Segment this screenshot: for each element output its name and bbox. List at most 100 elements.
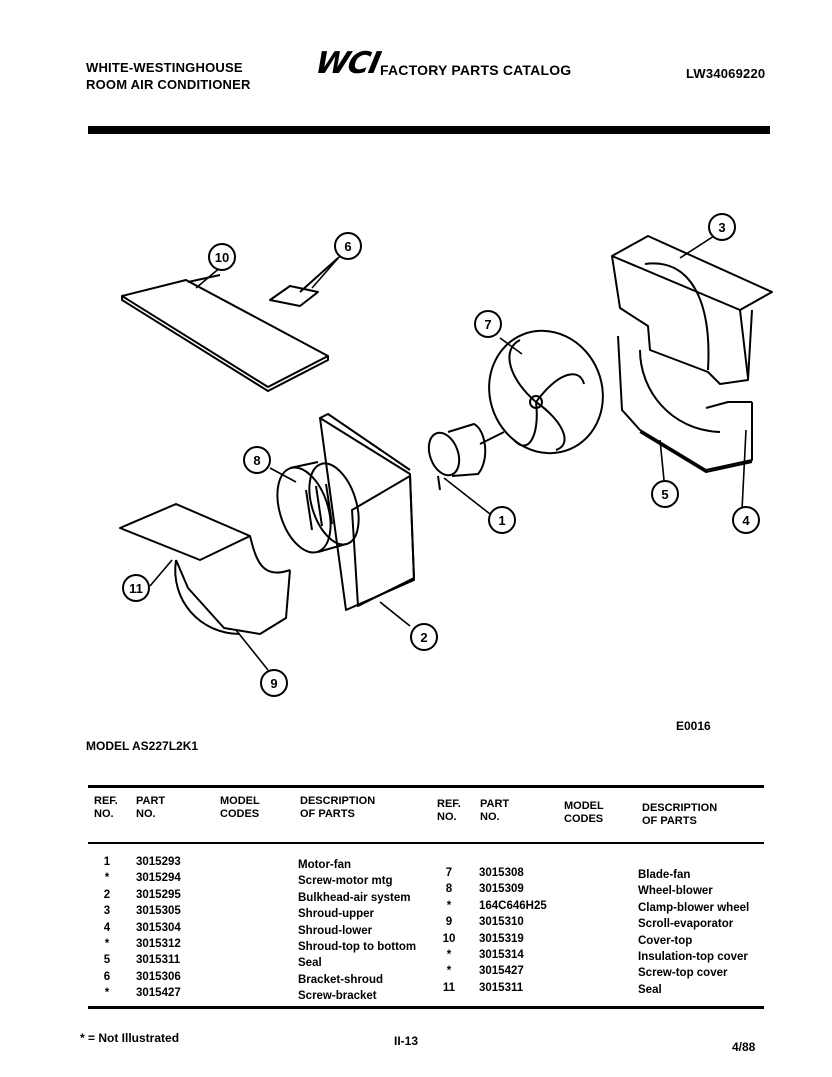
table-cell-desc: Insulation-top cover [638,951,748,964]
table-cell-part: 3015427 [479,965,524,978]
table-cell-desc: Shroud-upper [298,908,375,921]
header-model-codes: MODEL CODES [220,795,260,820]
right-desc-column: Blade-fan Wheel-blower Clamp-blower whee… [638,867,749,998]
callout-6: 6 [344,239,351,254]
callout-4: 4 [742,513,750,528]
table-cell-ref: 8 [445,883,453,896]
table-bottom-rule [88,1006,764,1009]
table-cell-ref: 10 [442,932,456,945]
left-part-column: 3015293 3015294 3015295 3015305 3015304 … [136,854,181,1002]
table-cell-desc: Shroud-top to bottom [298,941,417,954]
company-name: WHITE-WESTINGHOUSE [86,60,243,75]
table-cell-ref: 6 [103,970,111,983]
table-cell-ref: * [446,949,452,962]
header-part-no-right: PART NO. [480,798,510,823]
part-motor-fan [427,423,505,491]
table-cell-part: 3015306 [136,970,181,983]
header-ref-no: REF. NO. [94,795,118,820]
right-part-column: 3015308 3015309 164C646H25 3015310 30153… [479,865,547,996]
header-part-no: PART NO. [136,795,166,820]
exploded-parts-diagram: 10 6 7 3 8 1 5 4 11 2 9 [119,213,773,697]
table-cell-part: 3015427 [136,987,181,1000]
table-cell-part: 3015309 [479,883,524,896]
table-header-rule [88,842,764,844]
table-cell-part: 3015294 [136,872,181,885]
header-rule [88,126,770,134]
header-description: DESCRIPTION OF PARTS [300,795,376,820]
catalog-number: LW34069220 [686,66,766,81]
callout-8: 8 [253,453,260,468]
wci-logo: WCI [312,46,384,81]
table-cell-ref: 9 [445,916,453,929]
table-cell-desc: Bracket-shroud [298,973,383,986]
table-cell-ref: 11 [442,981,456,994]
table-cell-desc: Wheel-blower [638,885,713,898]
table-cell-part: 3015295 [136,888,181,901]
header-description-right: DESCRIPTION OF PARTS [642,802,718,827]
table-cell-ref: 5 [103,954,111,967]
table-cell-part: 164C646H25 [479,899,547,912]
catalog-title: FACTORY PARTS CATALOG [380,62,572,78]
table-cell-part: 3015311 [136,954,181,967]
table-cell-part: 3015310 [479,916,524,929]
callout-3: 3 [718,220,725,235]
callout-2: 2 [420,630,427,645]
table-cell-desc: Screw-top cover [638,967,728,980]
print-date: 4/88 [732,1040,756,1054]
table-cell-desc: Seal [638,983,662,996]
callout-9: 9 [270,676,277,691]
product-line: ROOM AIR CONDITIONER [86,77,251,92]
table-cell-part: 3015304 [136,921,181,934]
table-cell-part: 3015293 [136,856,181,868]
part-cover-top [121,274,329,392]
model-label: MODEL AS227L2K1 [86,739,199,753]
table-cell-part: 3015319 [479,932,524,945]
table-cell-desc: Scroll-evaporator [638,918,734,931]
table-cell-part: 3015312 [136,938,181,951]
part-bracket-shroud [269,257,339,307]
part-bulkhead [319,413,415,611]
table-cell-part: 3015305 [136,905,181,918]
right-ref-column: 7 8 * 9 10 * * 11 [440,865,458,996]
header-ref-no-right: REF. NO. [437,798,461,823]
table-cell-desc: Motor-fan [298,859,352,871]
table-cell-desc: Clamp-blower wheel [638,901,750,914]
table-cell-desc: Seal [298,957,322,970]
footnote-not-illustrated: * = Not Illustrated [80,1031,180,1045]
table-cell-ref: * [104,987,110,1000]
table-cell-desc: Blade-fan [638,869,691,881]
figure-code: E0016 [676,719,711,733]
table-cell-ref: 4 [103,921,111,934]
callout-11: 11 [129,581,143,596]
part-blower-wheel [276,461,360,554]
left-desc-column: Motor-fan Screw-motor mtg Bulkhead-air s… [298,857,416,1005]
table-cell-ref: * [446,965,452,978]
page-number: II-13 [394,1034,419,1048]
table-cell-desc: Screw-motor mtg [298,875,393,888]
table-cell-desc: Cover-top [638,934,693,947]
part-blade-fan [488,329,604,455]
table-cell-part: 3015308 [479,867,524,879]
table-cell-ref: * [104,872,110,885]
callout-1: 1 [498,513,505,528]
table-cell-part: 3015311 [479,981,524,994]
part-shroud-lower [617,335,753,473]
table-cell-ref: 7 [445,867,453,879]
table-top-rule [88,785,764,788]
table-cell-desc: Bulkhead-air system [298,891,411,904]
callout-5: 5 [661,487,668,502]
header-model-codes-right: MODEL CODES [564,800,604,825]
callout-10: 10 [215,250,229,265]
table-cell-ref: 2 [103,888,111,901]
table-cell-ref: * [446,899,452,912]
left-ref-column: 1 * 2 3 4 * 5 6 * [100,854,114,1002]
table-cell-part: 3015314 [479,949,524,962]
table-cell-desc: Screw-bracket [298,990,377,1003]
table-cell-ref: 3 [103,905,111,918]
table-cell-desc: Shroud-lower [298,924,373,937]
part-shroud-upper [611,235,773,385]
table-cell-ref: 1 [103,856,111,868]
table-cell-ref: * [104,938,110,951]
callout-7: 7 [484,317,491,332]
part-scroll-evaporator [119,503,291,635]
